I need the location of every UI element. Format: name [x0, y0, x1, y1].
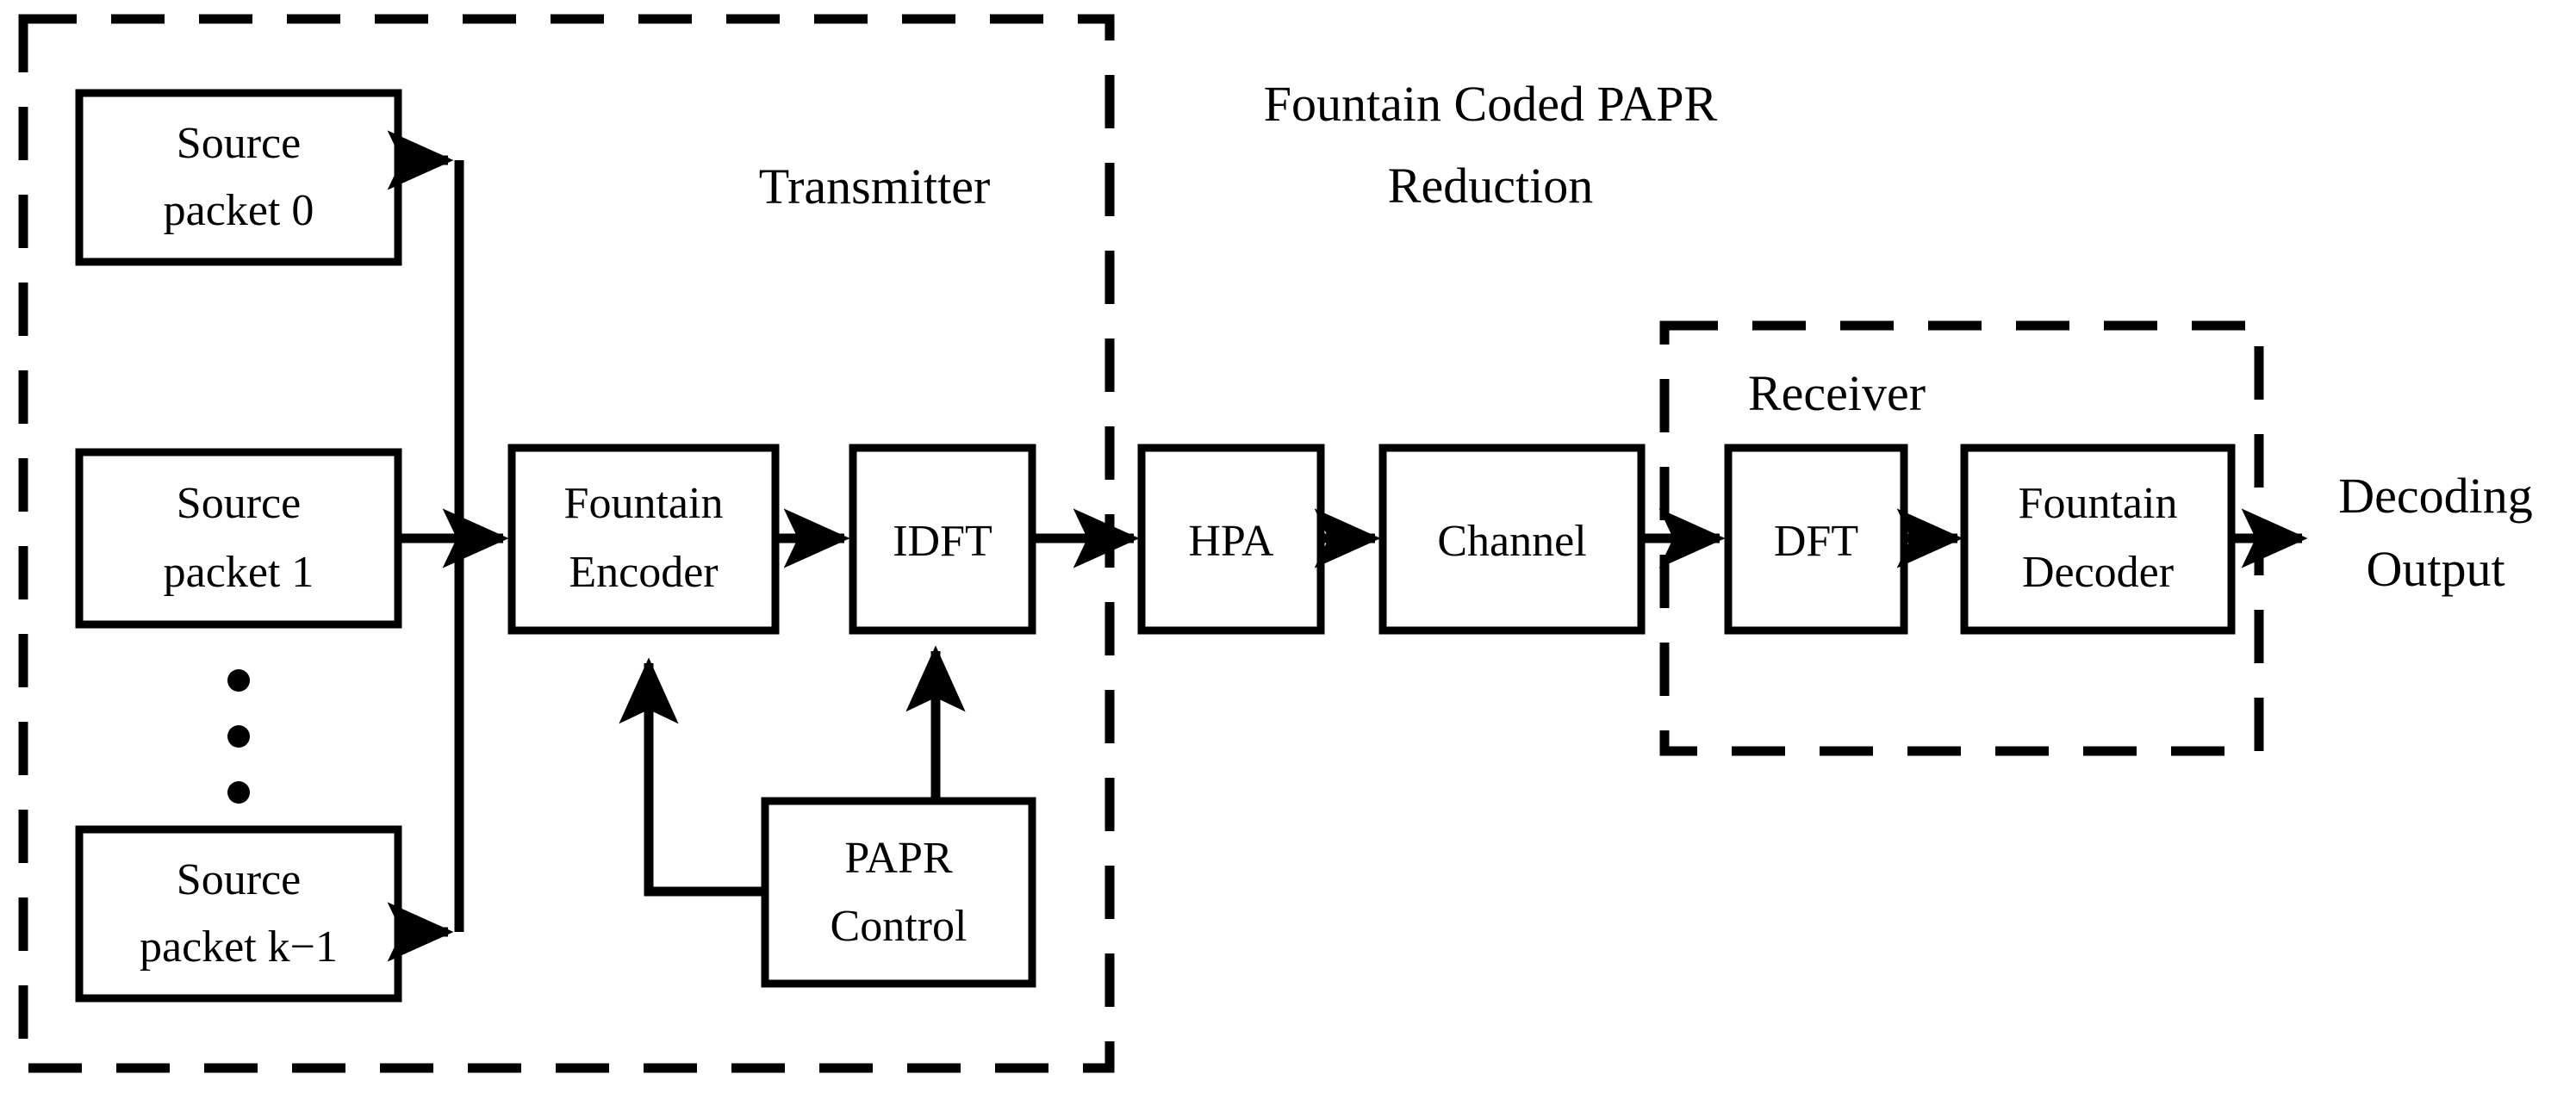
block-papr-control-line2: Control	[831, 902, 968, 951]
block-source-packet-0-line2: packet 0	[164, 186, 314, 235]
block-channel-label: Channel	[1437, 517, 1586, 566]
block-fountain-encoder-line1: Fountain	[564, 479, 724, 528]
block-hpa-label: HPA	[1188, 517, 1274, 566]
receiver-group-label: Receiver	[1748, 365, 1926, 421]
block-fountain-encoder[interactable]	[507, 444, 780, 635]
block-papr-control-line1: PAPR	[844, 834, 953, 883]
figure-title-line2: Reduction	[1388, 158, 1593, 214]
block-hpa[interactable]	[1137, 444, 1325, 635]
block-idft[interactable]	[849, 444, 1036, 635]
wire-papr-to-encoder-feedback	[619, 657, 765, 897]
figure-title-line1: Fountain Coded PAPR	[1264, 76, 1718, 132]
block-fountain-decoder-line1: Fountain	[2019, 479, 2178, 528]
block-papr-control[interactable]	[761, 797, 1036, 988]
block-source-packet-k-1[interactable]	[75, 825, 402, 1003]
block-fountain-decoder[interactable]	[1960, 444, 2236, 635]
output-label-line1: Decoding	[2338, 468, 2533, 524]
block-source-packet-k-1-line2: packet k−1	[140, 922, 338, 972]
block-dft-label: DFT	[1774, 517, 1858, 566]
block-source-packet-1-line1: Source	[177, 479, 301, 528]
block-source-packet-0-line1: Source	[177, 119, 301, 168]
output-label-line2: Output	[2366, 541, 2504, 597]
block-fountain-decoder-line2: Decoder	[2022, 548, 2174, 597]
block-idft-label: IDFT	[893, 517, 992, 566]
block-source-packet-1[interactable]	[75, 448, 402, 629]
block-source-packet-k-1-line1: Source	[177, 855, 301, 904]
transmitter-group-label: Transmitter	[759, 158, 991, 214]
block-dft[interactable]	[1724, 444, 1908, 635]
block-fountain-encoder-line2: Encoder	[569, 548, 718, 597]
block-source-packet-1-line2: packet 1	[164, 548, 314, 597]
ellipsis-dot-2	[227, 725, 250, 748]
ellipsis-dot-3	[227, 781, 250, 804]
ellipsis-dot-1	[227, 669, 250, 692]
